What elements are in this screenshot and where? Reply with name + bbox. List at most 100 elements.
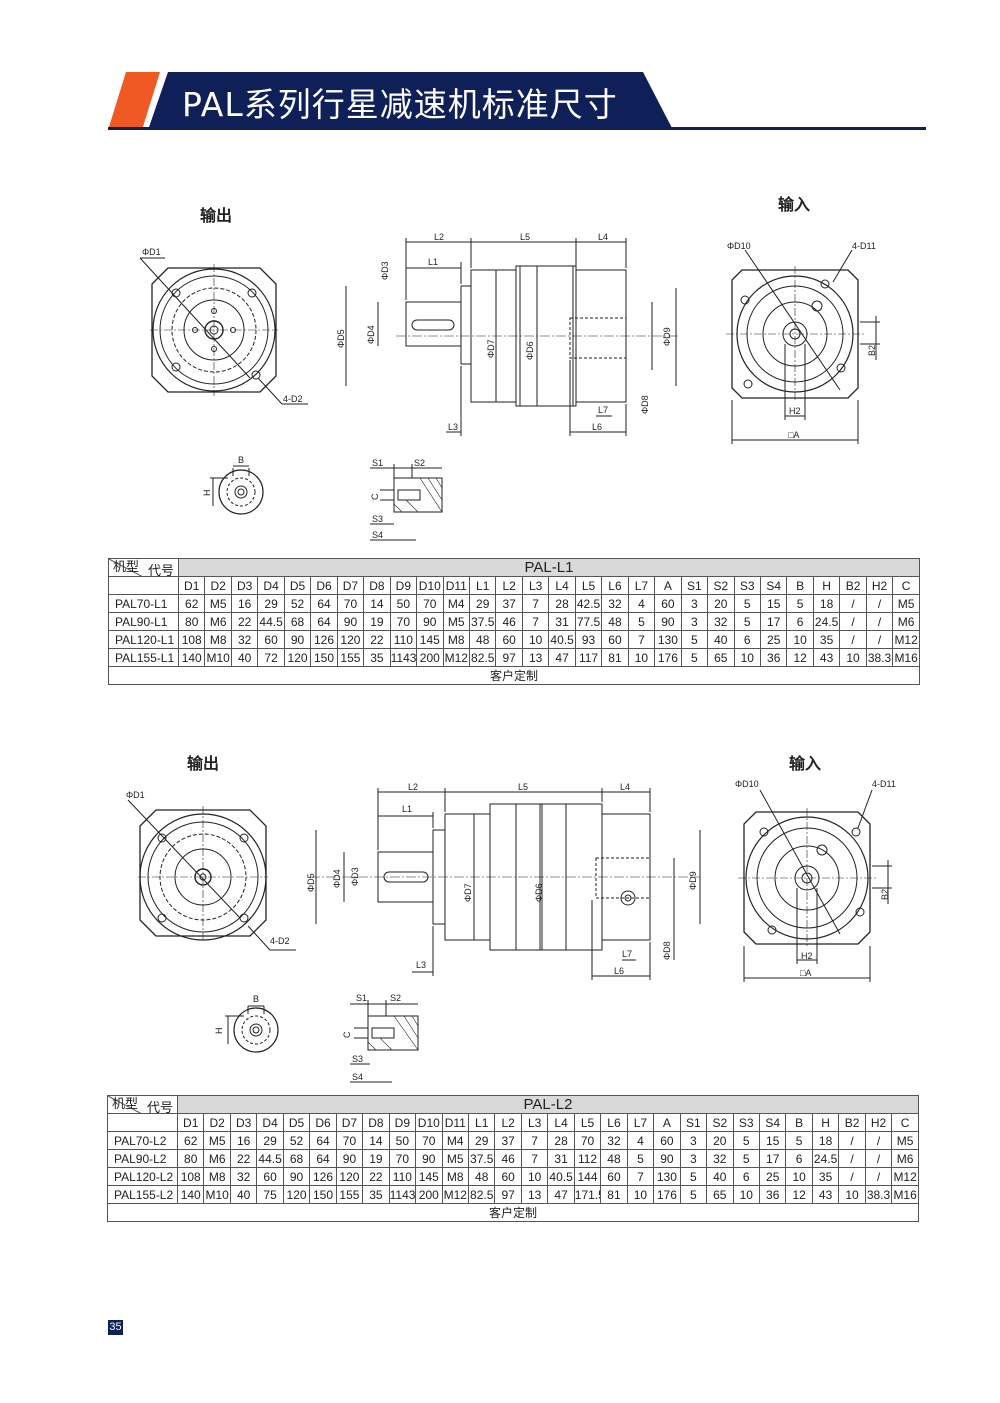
dim-s3-label: S3 (372, 514, 383, 524)
value-cell: M6 (891, 1149, 919, 1168)
value-cell: M5 (441, 1149, 469, 1168)
value-cell: 10 (733, 648, 761, 667)
column-header: D8 (362, 1113, 390, 1132)
series-title: PAL-L2 (177, 1095, 919, 1114)
column-header: D7 (335, 1113, 364, 1132)
value-cell: / (865, 630, 894, 649)
value-cell: 155 (336, 648, 365, 667)
value-cell: 35 (363, 648, 391, 667)
value-cell: 70 (336, 594, 365, 613)
column-header: L4 (548, 576, 576, 595)
value-cell: 40 (229, 1185, 258, 1204)
value-cell: 13 (521, 648, 550, 667)
value-cell: 5 (626, 1149, 655, 1168)
value-cell: 80 (177, 612, 206, 631)
value-cell: 155 (335, 1185, 364, 1204)
value-cell: M5 (892, 594, 920, 613)
value-cell: / (839, 612, 867, 631)
value-cell: 24.5 (811, 1149, 840, 1168)
column-header: L1 (468, 576, 497, 595)
value-cell: 12 (785, 1185, 813, 1204)
value-cell: 52 (282, 1131, 311, 1150)
value-cell: 47 (548, 648, 576, 667)
column-header: D6 (310, 576, 338, 595)
value-cell: 5 (732, 1149, 760, 1168)
value-cell: 22 (363, 630, 391, 649)
column-header: S2 (707, 576, 735, 595)
column-header: D3 (230, 576, 259, 595)
keyway-section-2: S1 S2 C S3 S4 (342, 993, 419, 1083)
model-cell: PAL70-L1 (108, 594, 179, 613)
dim-d6-label: ΦD6 (525, 341, 535, 360)
value-cell: 108 (176, 1167, 205, 1186)
value-cell: 40 (706, 1167, 734, 1186)
value-cell: 10 (521, 630, 550, 649)
input-label-2: 输入 (789, 754, 822, 773)
value-cell: 10 (785, 1167, 813, 1186)
column-header: L1 (467, 1113, 496, 1132)
column-header: D10 (416, 576, 444, 595)
value-cell: / (864, 1167, 893, 1186)
keyway-section: S1 S2 C S3 S4 (370, 458, 443, 541)
value-cell: 120 (282, 1185, 311, 1204)
value-cell: 176 (653, 1185, 681, 1204)
value-cell: / (864, 1131, 893, 1150)
value-cell: 70 (415, 1131, 443, 1150)
value-cell: 120 (283, 648, 312, 667)
value-cell: 1143 (389, 648, 418, 667)
value-cell: M10 (203, 1185, 231, 1204)
input-flange-view-2: ΦD10 4-D11 H2 □A B2 (735, 779, 896, 982)
value-cell: 7 (626, 1167, 655, 1186)
value-cell: 130 (654, 630, 682, 649)
value-cell: 64 (309, 1131, 337, 1150)
column-header: H (811, 1113, 840, 1132)
value-cell: 36 (758, 1185, 787, 1204)
dim-l4-label-2: L4 (620, 782, 630, 792)
side-view: L2 L5 L4 L1 L3 L7 L6 ΦD5 ΦD4 ΦD3 ΦD7 ΦD6… (336, 232, 680, 436)
value-cell: 150 (309, 1185, 337, 1204)
value-cell: M4 (441, 1131, 469, 1150)
value-cell: 38.3 (865, 648, 894, 667)
value-cell: 32 (706, 1149, 734, 1168)
dim-l1-label: L1 (428, 257, 438, 267)
value-cell: 65 (707, 648, 735, 667)
column-header: S4 (758, 1113, 787, 1132)
value-cell: 48 (467, 1167, 496, 1186)
value-cell: 120 (336, 630, 365, 649)
dim-h2-label-2: H2 (801, 951, 813, 961)
value-cell: 75 (256, 1185, 284, 1204)
value-cell: 28 (548, 594, 576, 613)
value-cell: 60 (653, 1131, 681, 1150)
value-cell: 35 (812, 630, 841, 649)
value-cell: 35 (362, 1185, 390, 1204)
column-header: D7 (336, 576, 365, 595)
value-cell: 68 (283, 612, 312, 631)
code-label: 代号 (146, 1100, 173, 1114)
column-header: D2 (203, 1113, 231, 1132)
value-cell: M12 (891, 1167, 919, 1186)
dim-d10-label-2: ΦD10 (735, 779, 759, 789)
value-cell: 90 (335, 1149, 364, 1168)
blank-header-cell (108, 576, 179, 595)
value-cell: 140 (177, 648, 206, 667)
value-cell: M5 (204, 594, 232, 613)
value-cell: 110 (388, 1167, 417, 1186)
table-footer-row: 客户定制 (107, 1203, 919, 1222)
value-cell: M5 (891, 1131, 919, 1150)
dim-h-label: H (202, 490, 212, 497)
value-cell: / (864, 1149, 893, 1168)
value-cell: 22 (362, 1167, 390, 1186)
header-rule (108, 127, 926, 130)
dim-b-label-2: B (253, 994, 259, 1004)
value-cell: 6 (732, 1167, 760, 1186)
dim-d9-label-2: ΦD9 (688, 871, 698, 890)
value-cell: M5 (203, 1131, 231, 1150)
value-cell: 10 (732, 1185, 760, 1204)
dim-d3-label: ΦD3 (380, 261, 390, 280)
column-header: L7 (626, 1113, 655, 1132)
column-header: D11 (441, 1113, 469, 1132)
dim-d4-label-2: ΦD4 (332, 869, 342, 888)
value-cell: 44.5 (257, 612, 285, 631)
value-cell: 50 (389, 594, 418, 613)
